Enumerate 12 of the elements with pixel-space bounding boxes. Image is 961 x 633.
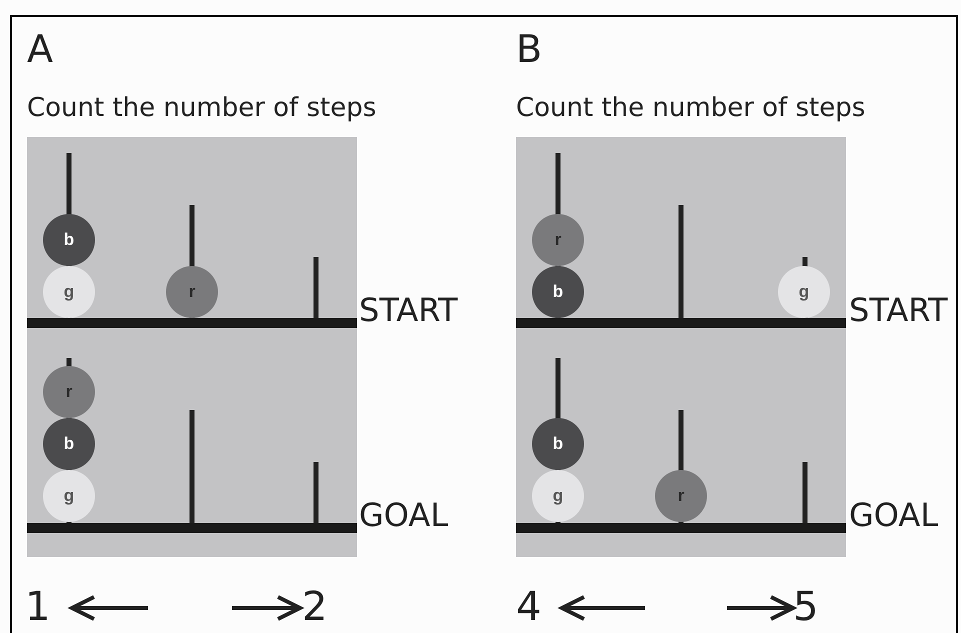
state-label: GOAL xyxy=(849,499,938,531)
step-number: 4 xyxy=(516,587,542,627)
step-number: 1 xyxy=(25,587,50,627)
state-label: GOAL xyxy=(359,499,448,531)
instruction-text: Count the number of steps xyxy=(27,95,376,121)
panel-letter: B xyxy=(516,30,542,68)
state-label: START xyxy=(849,294,948,326)
instruction-text: Count the number of steps xyxy=(516,95,866,121)
state-label: START xyxy=(359,294,458,326)
step-number: 5 xyxy=(793,587,818,627)
step-number: 2 xyxy=(302,587,328,627)
panel-letter: A xyxy=(27,30,53,68)
